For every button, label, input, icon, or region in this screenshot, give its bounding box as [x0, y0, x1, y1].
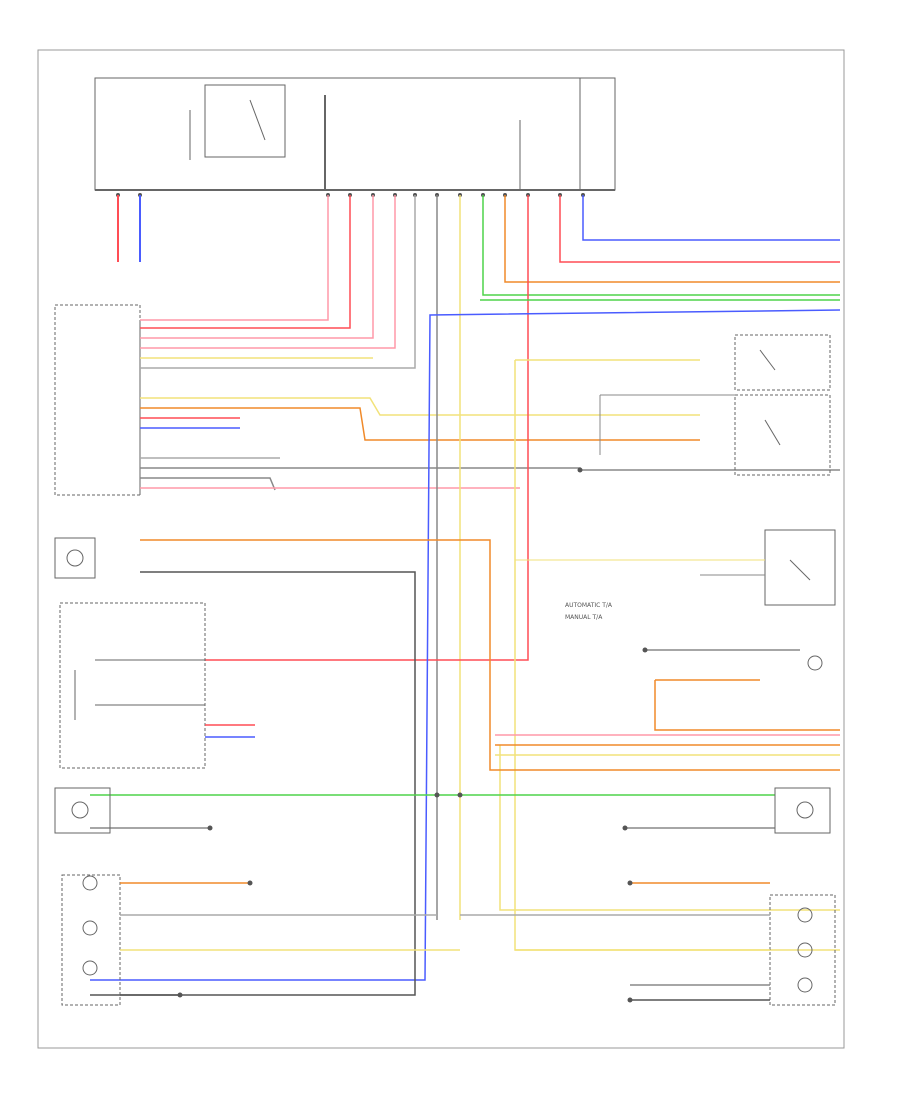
legend-automatic: AUTOMATIC T/A	[565, 602, 613, 609]
wire-group-left	[117, 195, 141, 262]
stop-lamp-switch	[515, 529, 836, 606]
instrument-cluster	[54, 537, 255, 769]
fuse-junction-box	[94, 77, 616, 191]
ground-marks	[177, 467, 648, 1003]
relay-box	[204, 84, 286, 158]
light-switch-box	[599, 334, 831, 476]
body-control-module	[54, 304, 141, 496]
legend-manual: MANUAL T/A	[565, 614, 603, 621]
lamp-symbols	[54, 655, 836, 1006]
green-ground-wire	[90, 794, 775, 829]
long-vertical-wires	[90, 195, 841, 996]
lamp-wires	[120, 649, 800, 1001]
diagram-border	[37, 49, 845, 1049]
transmission-legend: AUTOMATIC T/A MANUAL T/A	[565, 602, 613, 621]
